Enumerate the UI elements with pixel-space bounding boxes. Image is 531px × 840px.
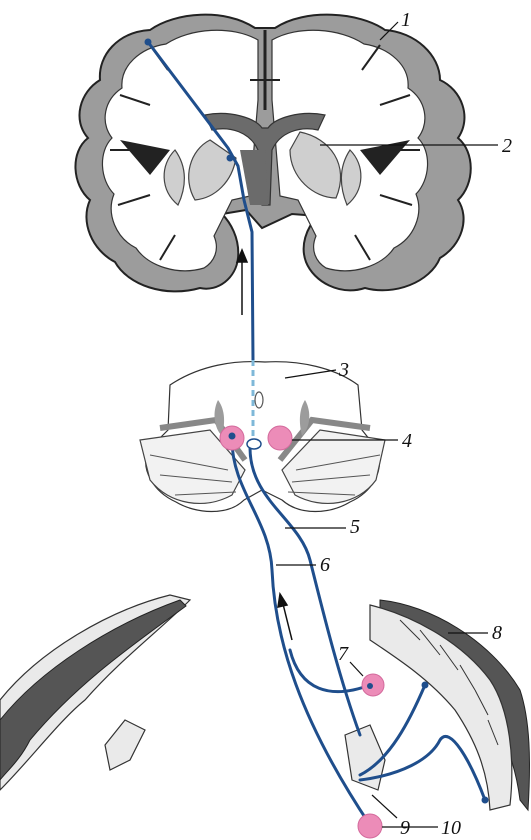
label-10: 10 xyxy=(441,817,461,839)
lateral-fissure-right xyxy=(360,140,410,175)
label-6: 6 xyxy=(320,554,330,576)
pathway-to-7 xyxy=(288,648,372,694)
neural-pathway xyxy=(144,38,489,827)
pathway-efferent-5 xyxy=(248,446,362,737)
highlighted-nuclei xyxy=(219,425,385,839)
deep-nucleus-right xyxy=(289,131,342,199)
synapse-folium xyxy=(421,681,429,689)
lateral-fissure-left xyxy=(120,140,170,175)
cerebral-aqueduct-left xyxy=(214,400,225,436)
red-nucleus-center xyxy=(246,438,262,450)
brainstem-section xyxy=(139,361,386,512)
label-7: 7 xyxy=(338,643,349,665)
nucleus-7 xyxy=(361,673,385,697)
sulci xyxy=(110,30,420,261)
cerebellum-fragment xyxy=(104,719,146,771)
synapse-nucleus-7 xyxy=(367,683,373,689)
synapse-thalamus xyxy=(226,154,234,162)
red-nucleus-right xyxy=(267,425,293,451)
label-3: 3 xyxy=(338,359,349,381)
label-9: 9 xyxy=(400,817,410,839)
cerebellum-left xyxy=(0,594,192,791)
pathway-cortical-segment xyxy=(146,40,255,362)
arrow-up-lower-icon xyxy=(281,599,293,641)
arrow-up-head-icon xyxy=(235,248,249,263)
pathway-to-folia xyxy=(358,683,487,802)
peduncle-band-right xyxy=(277,416,371,462)
label-8: 8 xyxy=(492,622,502,644)
nucleus-10 xyxy=(357,813,383,839)
thalamus xyxy=(240,150,268,205)
right-folia-lines xyxy=(399,619,499,746)
deep-nucleus-left xyxy=(188,139,237,201)
peduncle-left xyxy=(139,429,246,504)
label-2: 2 xyxy=(502,135,512,157)
white-matter-left xyxy=(101,29,259,272)
leader-lines xyxy=(276,21,498,828)
synapse-folium-2 xyxy=(481,796,489,804)
arrow-up-lower-head-icon xyxy=(277,591,289,608)
putamen-left xyxy=(163,149,185,206)
pontine-fibers xyxy=(149,454,381,496)
label-5: 5 xyxy=(350,516,360,538)
direction-arrows xyxy=(235,248,293,641)
labels: 1 2 3 4 5 6 7 8 9 10 xyxy=(320,9,512,839)
cerebral-aqueduct-right xyxy=(299,400,310,436)
synapse-red-nucleus xyxy=(228,432,236,440)
cerebellum-right xyxy=(344,599,530,812)
label-4: 4 xyxy=(402,430,412,452)
synapse-cortex xyxy=(144,38,152,46)
label-1: 1 xyxy=(401,9,411,31)
brain-coronal-section xyxy=(74,13,472,293)
aqueduct xyxy=(254,391,264,409)
pathway-afferent-6 xyxy=(230,438,372,827)
peduncle-right xyxy=(281,429,386,504)
putamen-right xyxy=(340,149,362,206)
